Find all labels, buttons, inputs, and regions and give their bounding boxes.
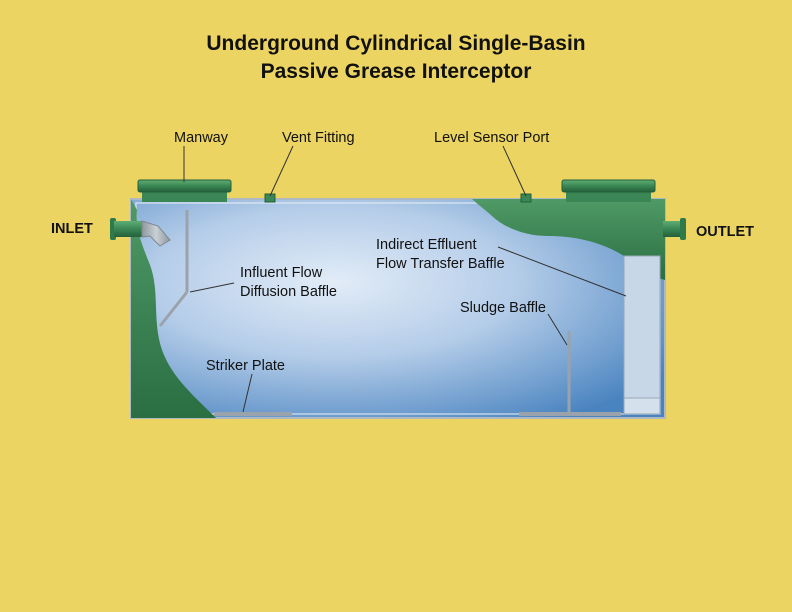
label-indirect-baffle-line-2: Flow Transfer Baffle bbox=[376, 256, 505, 272]
leader-indirect-baffle bbox=[497, 246, 627, 297]
label-inlet: INLET bbox=[51, 221, 93, 237]
diagram-title-line-1: Underground Cylindrical Single-Basin bbox=[206, 32, 586, 55]
level-sensor-port bbox=[520, 193, 532, 203]
label-vent-fitting: Vent Fitting bbox=[282, 130, 355, 146]
diagram-title-line-2: Passive Grease Interceptor bbox=[260, 60, 532, 83]
label-manway: Manway bbox=[174, 130, 228, 146]
leader-lines bbox=[183, 145, 627, 413]
label-sludge-baffle: Sludge Baffle bbox=[460, 300, 546, 316]
inlet-pipe bbox=[110, 218, 171, 247]
tank-right-wall bbox=[472, 199, 665, 280]
leader-level-sensor bbox=[502, 145, 527, 197]
vent-fitting-port bbox=[264, 193, 276, 203]
indirect-effluent-baffle bbox=[623, 255, 661, 399]
sludge-baffle-plate bbox=[519, 412, 621, 416]
leader-sludge-baffle bbox=[547, 313, 568, 346]
label-influent-baffle-line-2: Diffusion Baffle bbox=[240, 284, 337, 300]
label-indirect-baffle-line-1: Indirect Effluent bbox=[376, 237, 477, 253]
label-influent-baffle-line-1: Influent Flow bbox=[240, 265, 323, 281]
label-striker-plate: Striker Plate bbox=[206, 358, 285, 374]
label-level-sensor-port: Level Sensor Port bbox=[434, 130, 550, 146]
striker-plate bbox=[214, 412, 292, 416]
outlet-pipe bbox=[663, 218, 686, 240]
manway-right bbox=[561, 179, 656, 202]
label-outlet: OUTLET bbox=[696, 224, 754, 240]
indirect-effluent-baffle-foot bbox=[623, 397, 661, 415]
influent-diffusion-baffle bbox=[158, 210, 189, 327]
leader-striker-plate bbox=[242, 373, 253, 413]
leader-influent-baffle bbox=[189, 282, 235, 293]
leader-vent-fitting bbox=[269, 145, 294, 197]
manway-left bbox=[137, 179, 232, 202]
tank-left-wall bbox=[131, 199, 216, 418]
